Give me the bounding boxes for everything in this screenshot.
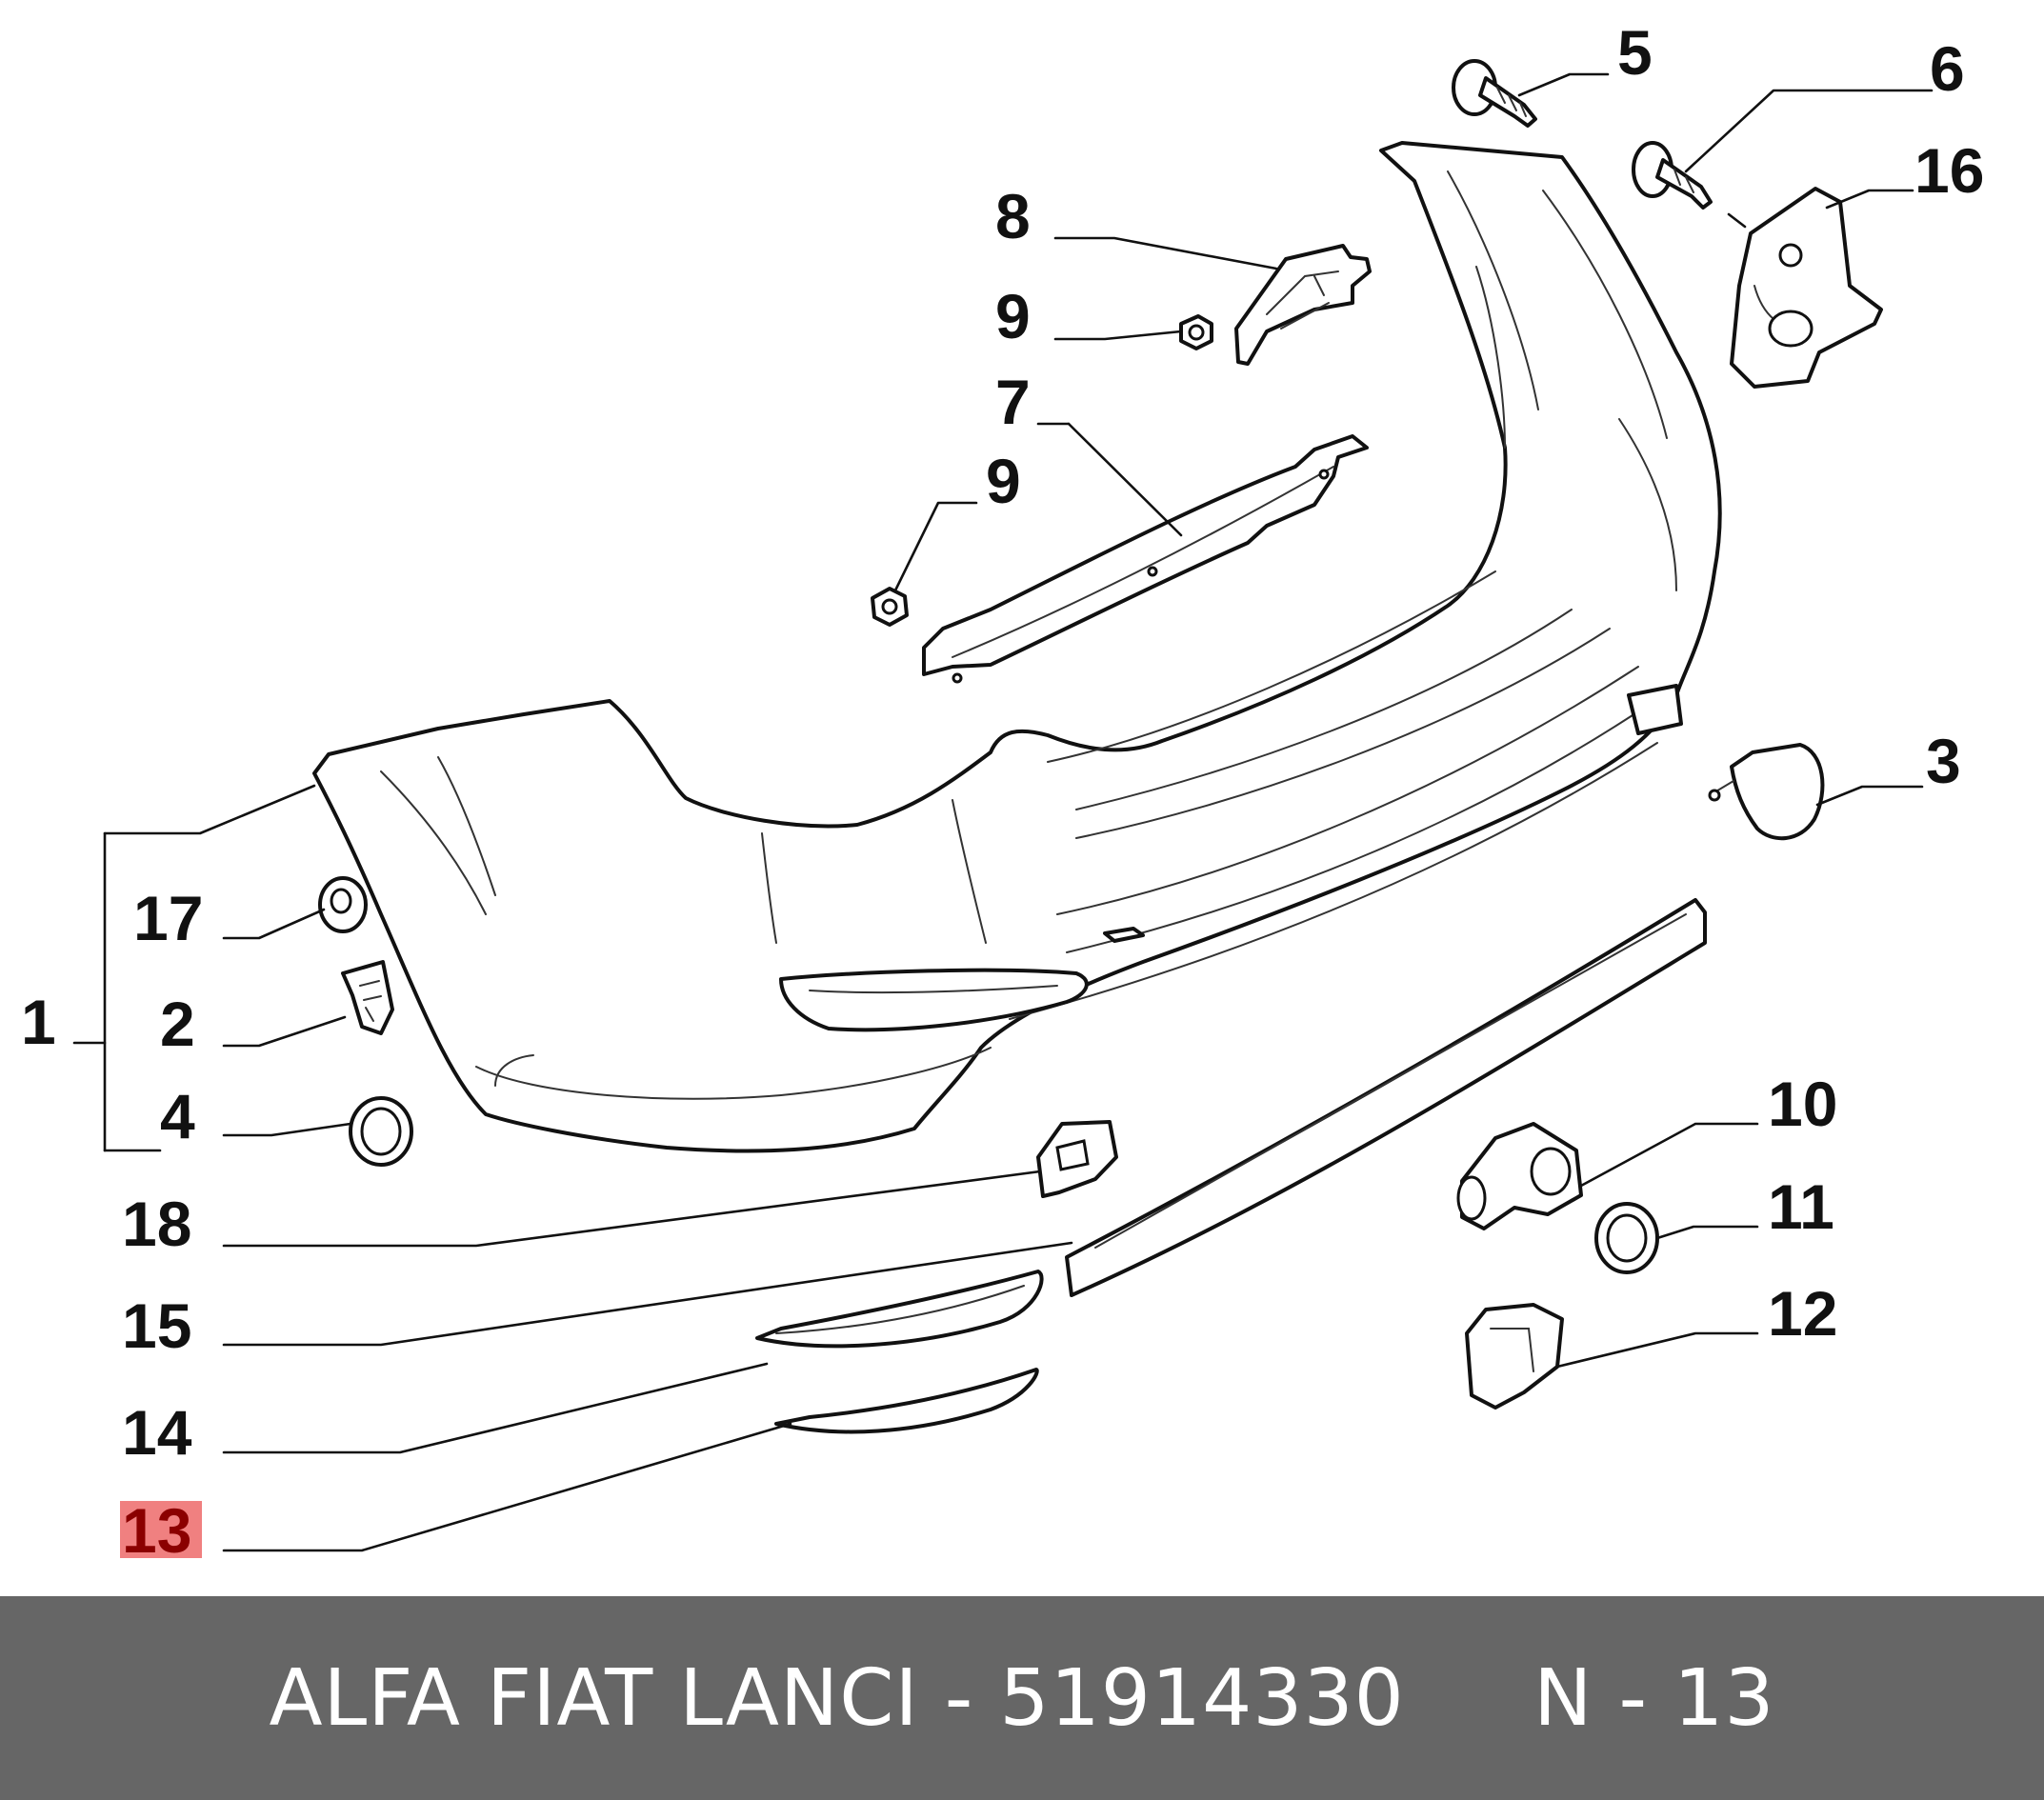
side-guide-bracket	[1730, 187, 1883, 389]
sensor-grommet	[349, 1096, 413, 1167]
rear-reflector-strip	[755, 1270, 1044, 1349]
tow-hook-cap	[1708, 743, 1825, 841]
bumper-bolt-side	[1632, 141, 1713, 210]
bumper-bolt-upper	[1452, 59, 1537, 128]
plate-lamp-bracket	[1036, 1120, 1118, 1198]
part-number-footer: ALFA FIAT LANCI - 51914330 N - 13	[0, 1596, 2044, 1800]
callout-7: 7	[995, 367, 1031, 437]
hex-nut-lower	[871, 587, 909, 627]
bumper-reinforcement-strip	[922, 434, 1369, 684]
callout-3: 3	[1926, 726, 1961, 796]
callout-17: 17	[133, 883, 203, 953]
hex-nut-upper	[1179, 314, 1213, 350]
retaining-clip	[341, 960, 394, 1035]
callout-16: 16	[1914, 135, 1984, 206]
callout-13: 13	[122, 1495, 191, 1566]
highlight-box-13	[120, 1501, 202, 1558]
footer-part-number-text: ALFA FIAT LANCI - 51914330 N - 13	[269, 1652, 1775, 1744]
callout-14: 14	[122, 1397, 192, 1468]
callout-8: 8	[995, 181, 1031, 251]
sensor-seal-ring	[1594, 1202, 1659, 1274]
callout-9-lower: 9	[986, 446, 1021, 516]
callout-10: 10	[1768, 1069, 1837, 1139]
callout-11: 11	[1768, 1171, 1834, 1242]
callout-6: 6	[1930, 33, 1965, 104]
rear-bumper-cover	[312, 141, 1722, 1153]
rear-bumper-exploded-diagram: 1 2 3 4 5 6 7 8 9 9 10 11 12 13 14 15 16…	[21, 17, 1984, 1566]
callout-2: 2	[160, 989, 195, 1059]
sensor-holder	[1465, 1303, 1564, 1410]
chrome-moulding	[774, 1368, 1039, 1434]
callout-15: 15	[122, 1290, 191, 1361]
parking-sensor	[1456, 1122, 1583, 1230]
callout-12: 12	[1768, 1278, 1837, 1349]
callout-4: 4	[160, 1081, 195, 1151]
leader-lines	[72, 72, 1934, 1552]
plastic-nut	[318, 876, 368, 933]
callout-18: 18	[122, 1189, 191, 1259]
callout-5: 5	[1617, 17, 1653, 88]
bumper-mount-bracket	[1234, 244, 1372, 366]
callout-1: 1	[21, 987, 56, 1057]
callout-9-upper: 9	[995, 281, 1031, 351]
lower-trim-strip	[1065, 898, 1707, 1297]
callout-labels: 1 2 3 4 5 6 7 8 9 9 10 11 12 13 14 15 16…	[21, 17, 1984, 1566]
